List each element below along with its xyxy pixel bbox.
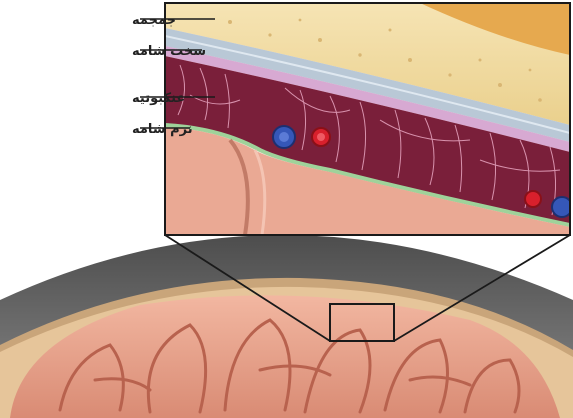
magnified-section [165, 3, 572, 235]
label-dura-mater-text: سخت شامه [132, 44, 206, 59]
label-arachnoid-text: عنکبوتیه [132, 91, 185, 106]
label-pia-mater: نرم شامه [132, 122, 193, 137]
label-dura-mater: سخت شامه [132, 44, 206, 59]
brain-overview [0, 235, 573, 418]
artery-icon [525, 191, 541, 207]
label-skull-text: جمجمه [132, 13, 176, 28]
label-pia-mater-text: نرم شامه [132, 122, 193, 137]
